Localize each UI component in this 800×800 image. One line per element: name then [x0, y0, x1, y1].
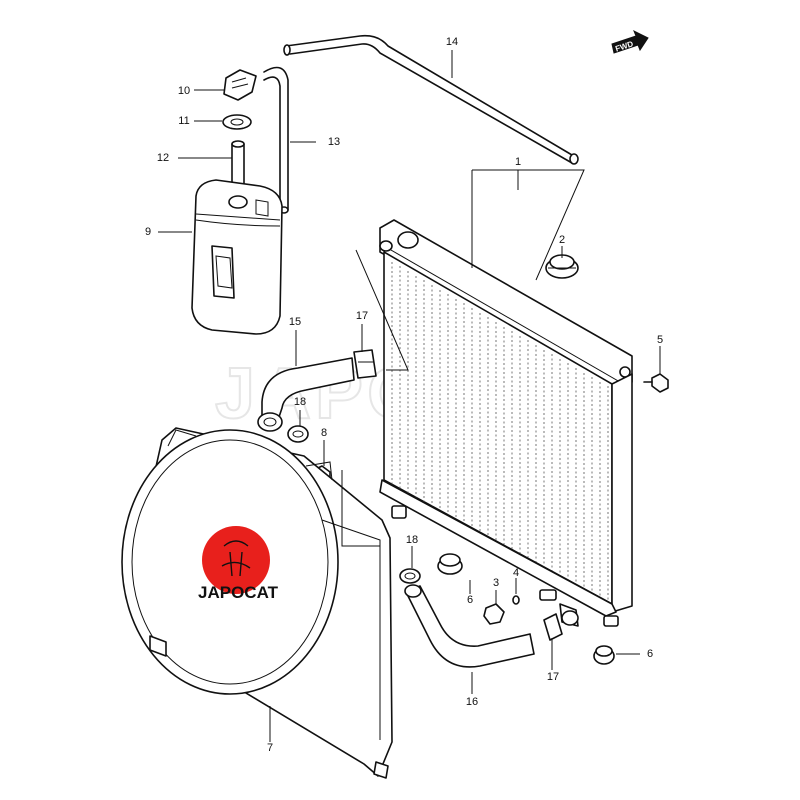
callout-7: 7 [267, 742, 273, 754]
fwd-arrow-icon: FWD [611, 29, 649, 54]
callout-6-lower: 6 [647, 648, 653, 660]
callout-11: 11 [178, 115, 189, 127]
hose-clamp-17-lower [543, 613, 563, 641]
logo-circle [202, 526, 270, 594]
lower-hose-16 [404, 584, 535, 668]
gasket-11 [222, 114, 252, 130]
callout-16: 16 [466, 696, 478, 708]
callout-18-upper: 18 [294, 396, 306, 408]
callouts: 14 1 10 11 12 13 9 2 5 15 17 18 8 18 4 3… [145, 36, 663, 754]
callout-17-lower: 17 [547, 671, 559, 683]
reservoir-tank-9 [191, 179, 283, 335]
drain-plug-3 [483, 603, 505, 625]
japocat-logo: JAPOCAT [198, 526, 279, 602]
radiator-core-fins [391, 262, 609, 603]
hose-clamp-18-lower [399, 568, 421, 584]
logo-text: JAPOCAT [198, 583, 279, 602]
overflow-hose-14 [283, 34, 579, 165]
callout-8: 8 [321, 427, 327, 439]
callout-12: 12 [157, 152, 169, 164]
reservoir-cap-10 [223, 69, 257, 101]
callout-18-lower: 18 [406, 534, 418, 546]
radiator-cap-2 [545, 254, 579, 279]
bolt-5 [643, 373, 669, 393]
callout-15: 15 [289, 316, 301, 328]
leader-lines [158, 50, 661, 742]
fan-shroud-7 [121, 427, 393, 779]
callout-9: 9 [145, 226, 151, 238]
hose-clamp-17-upper [353, 349, 377, 379]
callout-17-upper: 17 [356, 310, 368, 322]
radiator-1 [355, 169, 633, 627]
callout-10: 10 [178, 85, 190, 97]
callout-5: 5 [657, 334, 663, 346]
fwd-label: FWD [614, 39, 634, 53]
hose-clamp-18-upper [287, 425, 309, 443]
logo-emblem-icon [221, 540, 251, 577]
callout-1: 1 [515, 156, 521, 168]
callout-14: 14 [446, 36, 458, 48]
grommet-6-upper [437, 553, 463, 575]
grommet-6-lower [593, 645, 615, 665]
callout-4: 4 [513, 567, 519, 579]
callout-13: 13 [328, 136, 340, 148]
callout-2: 2 [559, 234, 565, 246]
callout-6-upper: 6 [467, 594, 473, 606]
o-ring-4 [512, 595, 520, 605]
upper-hose-15 [257, 357, 355, 432]
callout-3: 3 [493, 577, 499, 589]
